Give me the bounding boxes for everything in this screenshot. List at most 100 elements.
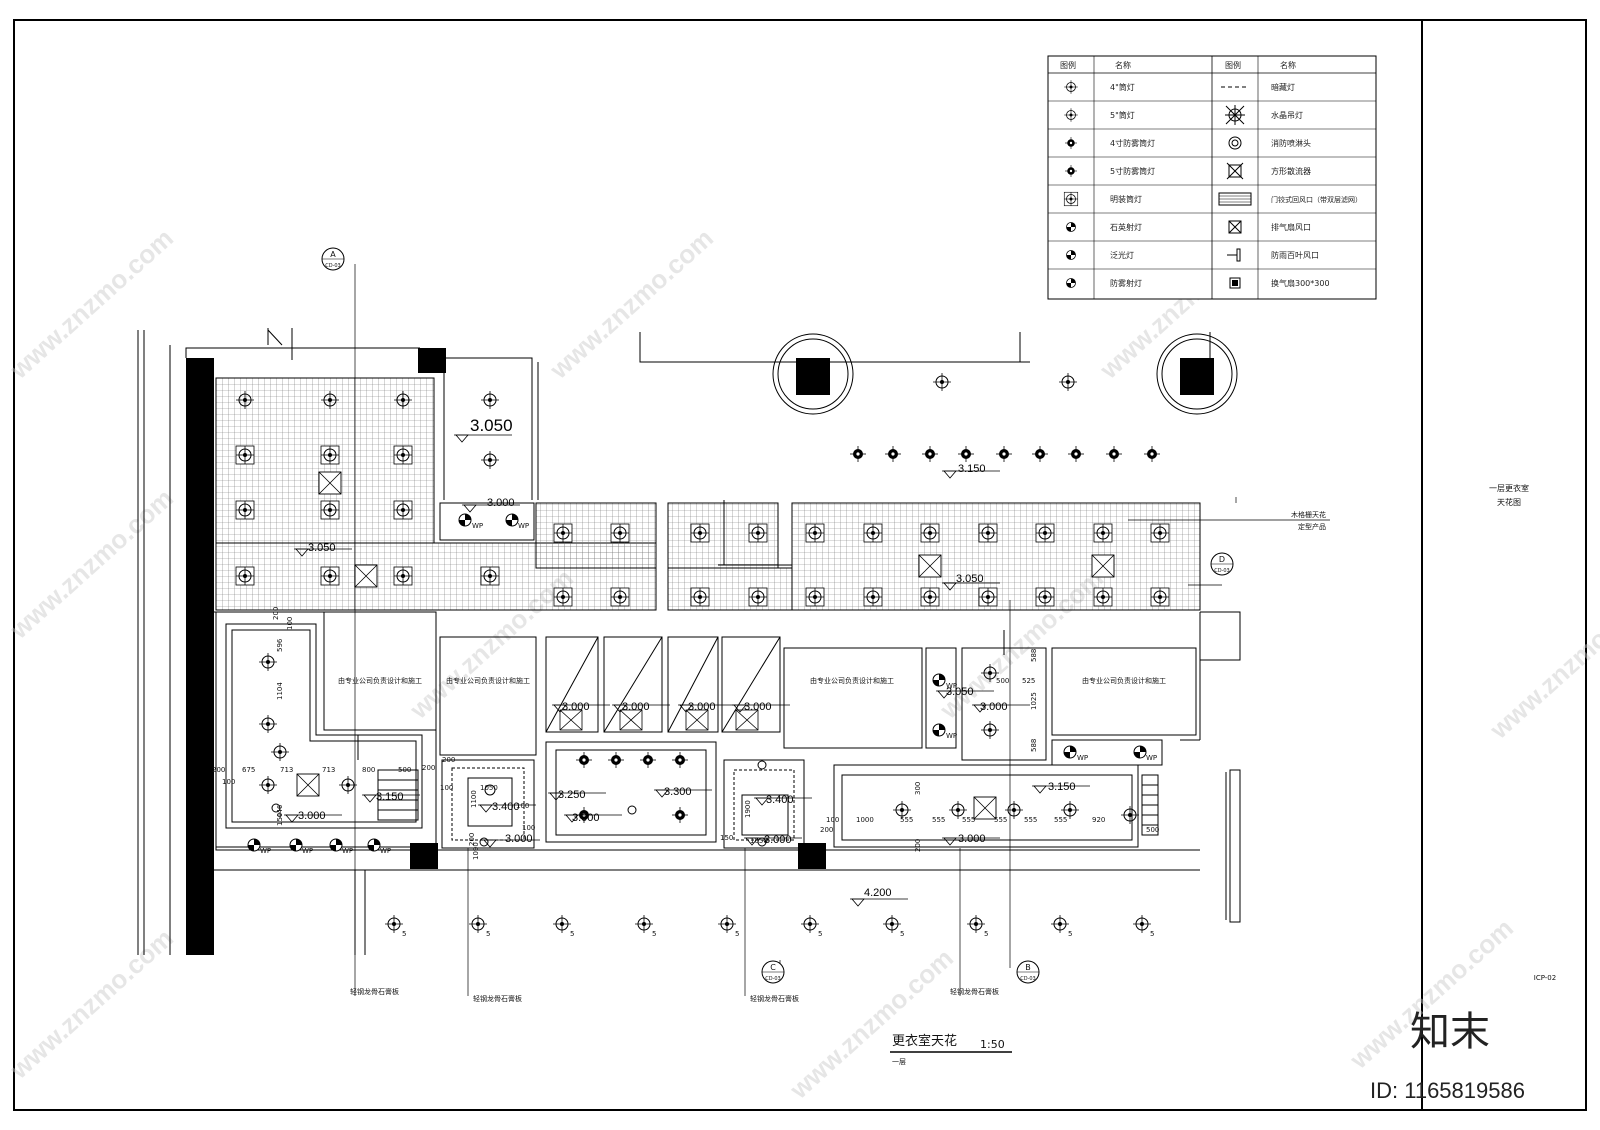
surface-downlight-icon — [235, 566, 255, 586]
drawing-floor: 一层 — [892, 1058, 906, 1066]
watermark-text: www.znzmo.com — [783, 943, 959, 1105]
drawing-label: 轻钢龙骨石膏板 — [350, 987, 399, 996]
drawing-label: 5 — [570, 930, 574, 938]
five-inch-labels: 5 5 5 5 5 5 5 5 5 5 — [402, 930, 1154, 938]
drawing-label: 200 — [422, 764, 435, 772]
legend-header-name: 名称 — [1115, 60, 1131, 70]
legend-right-label: 防雨百叶风口 — [1271, 250, 1319, 260]
exhaust-vent-icon — [318, 471, 342, 495]
drawing-label: 5 — [900, 930, 904, 938]
drawing-scale: 1:50 — [980, 1038, 1005, 1051]
legend-right-label: 方形散流器 — [1271, 166, 1311, 176]
drawing-label: 200 — [914, 839, 922, 852]
antifog-spotlight-icon — [932, 723, 946, 737]
drawing-label: 1000 — [856, 816, 874, 824]
legend-table: 4"筒灯暗藏灯5"筒灯水晶吊灯4寸防雾筒灯消防喷淋头5寸防雾筒灯方形散流器明装筒… — [1047, 55, 1377, 300]
drawing-label: 轻钢龙骨石膏板 — [950, 987, 999, 996]
drawing-label: 5 — [984, 930, 988, 938]
legend-header-symbol: 图例 — [1060, 60, 1076, 70]
antifog-spotlight-icon — [1133, 745, 1147, 759]
section-marker-d: D CD-03 — [1210, 552, 1234, 576]
level-label: 3.400 — [766, 794, 794, 806]
specialist-notes: 由专业公司负责设计和施工 由专业公司负责设计和施工 由专业公司负责设计和施工 由… — [338, 676, 1166, 685]
drawing-label: 150 — [276, 813, 284, 826]
surface-downlight-icon — [1093, 523, 1113, 543]
level-label: 4.200 — [864, 887, 892, 899]
drawing-label: 5 — [652, 930, 656, 938]
leaders — [354, 264, 1330, 996]
drawing-label: 1090 — [472, 842, 480, 860]
hinged-return-vent-icon — [1218, 192, 1252, 206]
louver-vent-icon — [1227, 248, 1241, 262]
legend-left-label: 4"筒灯 — [1110, 82, 1135, 92]
watermark-text: www.znzmo.com — [3, 483, 179, 645]
surface-downlight-icon — [235, 500, 255, 520]
downlight-icon — [258, 714, 278, 734]
drawing-label: CD-03 — [1214, 568, 1230, 574]
sprinkler-icon — [757, 760, 767, 770]
drawing-label: 200 — [442, 756, 455, 764]
drawing-label: CD-03 — [325, 263, 341, 269]
exhaust-vent-icon — [1091, 554, 1115, 578]
lighting-fixtures — [235, 372, 1170, 934]
antifog-spotlight-icon — [505, 513, 519, 527]
drawing-label: 5 — [735, 930, 739, 938]
drawing-label: 525 — [1022, 677, 1035, 685]
sheet-number: ICP-02 — [1534, 974, 1556, 982]
level-label: 3.000 — [505, 833, 533, 845]
downlight-5in-icon — [717, 914, 737, 934]
brand-watermark: 知末 — [1410, 1009, 1490, 1055]
drawing-label: 800 — [362, 766, 375, 774]
antifog-downlight-icon — [957, 445, 975, 463]
lower-rooms — [215, 500, 1197, 849]
downlight-icon — [270, 742, 290, 762]
antifog-downlight-icon — [1105, 445, 1123, 463]
drawing-label: WP — [1077, 754, 1088, 762]
antifog-spotlight-icon — [1066, 278, 1076, 288]
legend-left-label: 防雾射灯 — [1110, 278, 1142, 288]
drawing-label: 5 — [818, 930, 822, 938]
drawing-label: 由专业公司负责设计和施工 — [810, 676, 894, 685]
level-label: 3.050 — [470, 416, 513, 435]
downlight-icon — [932, 372, 952, 392]
drawing-label: 200 — [468, 833, 476, 846]
watermark-text: www.znzmo.com — [543, 223, 719, 385]
level-label: 3.000 — [298, 810, 326, 822]
surface-downlight-icon — [1093, 587, 1113, 607]
downlight-5in-icon — [1132, 914, 1152, 934]
grille-note-1: 木格栅天花 — [1291, 510, 1326, 519]
section-marker-a: A CD-03 — [321, 247, 345, 271]
drawing-label: D — [1219, 555, 1225, 564]
sprinkler-icon — [484, 784, 496, 796]
drawing-label: 1104 — [276, 682, 284, 700]
drawing-label: 200 — [212, 766, 225, 774]
legend-right-label: 水晶吊灯 — [1271, 110, 1303, 120]
drawing-label: 轻钢龙骨石膏板 — [473, 994, 522, 1003]
drawing-label: 1050 — [480, 784, 498, 792]
drawing-label: WP — [342, 847, 353, 855]
watermark-text: www.znzmo.com — [3, 923, 179, 1085]
drawing-label: 675 — [242, 766, 255, 774]
drawing-label: 100 — [522, 824, 535, 832]
drawing-label: 由专业公司负责设计和施工 — [446, 676, 530, 685]
floodlight-icon — [1066, 250, 1076, 260]
downlight-5in-icon — [384, 914, 404, 934]
surface-downlight-icon — [863, 587, 883, 607]
legend-left-label: 4寸防雾筒灯 — [1110, 138, 1155, 148]
section-marker-b: B CD-03 — [1016, 960, 1040, 984]
antifog-downlight-icon — [607, 751, 625, 769]
drawing-label: 由专业公司负责设计和施工 — [1082, 676, 1166, 685]
drawing-label: WP — [380, 847, 391, 855]
surface-downlight-icon — [863, 523, 883, 543]
downlight-icon — [1004, 800, 1024, 820]
level-label: 3.050 — [308, 542, 336, 554]
sheet-border — [13, 19, 1587, 1111]
image-id-watermark: ID: 1165819586 — [1370, 1078, 1525, 1103]
drawing-label: 5 — [486, 930, 490, 938]
surface-downlight-icon — [805, 523, 825, 543]
surface-downlight-icon — [320, 500, 340, 520]
drawing-label: 500 — [1146, 826, 1159, 834]
antifog-downlight-icon — [575, 751, 593, 769]
level-label: 3.000 — [764, 834, 792, 846]
level-label: 3.000 — [572, 812, 600, 824]
